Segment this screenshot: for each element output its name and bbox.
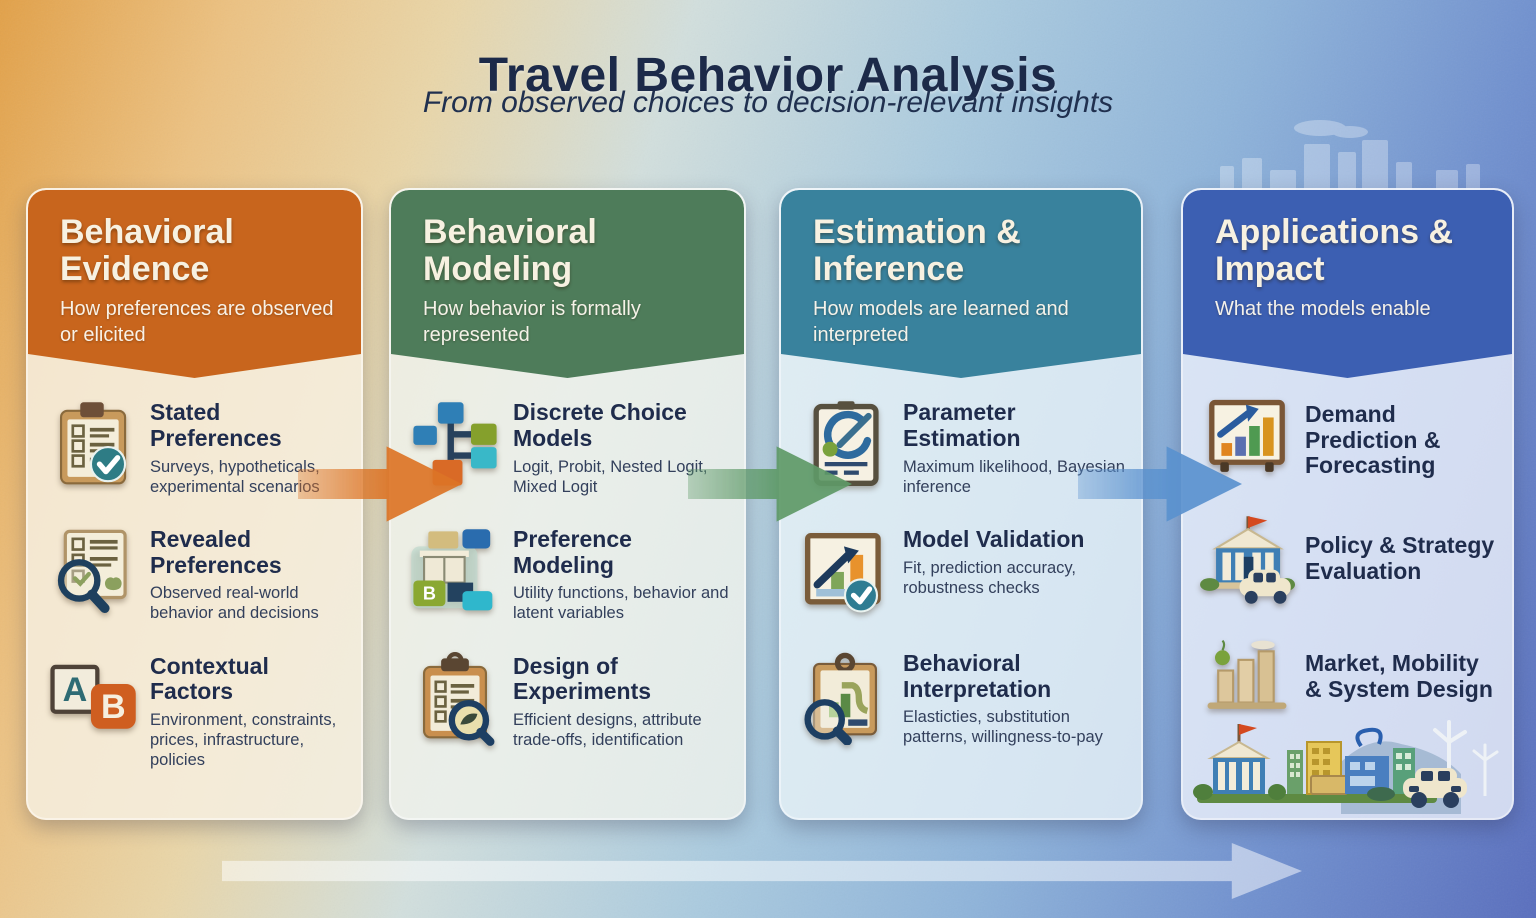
item-behavioral-interpretation: Behavioral Interpretation Elasticties, s… [797,649,1129,748]
column-title: Applications & Impact [1215,213,1454,288]
ab-letter-blocks-icon: A B [44,652,140,748]
item-desc: Fit, prediction accuracy, robustness che… [903,558,1077,597]
item-desc: Utility functions, behavior and latent v… [513,584,729,623]
column-title: Estimation & Inference [813,213,1021,288]
item-desc: Efficient designs, attribute trade-offs,… [513,711,702,750]
item-demand-prediction: Demand Prediction & Forecasting [1199,394,1500,490]
item-design-of-experiments: Design of Experiments Efficient designs,… [407,651,732,751]
item-desc: Environment, constraints, prices, infras… [150,711,337,770]
document-magnifier-icon [44,525,140,621]
column-behavioral-modeling: Behavioral Modeling How behavior is form… [389,188,746,820]
item-title: Market, Mobility & System Design [1305,649,1493,702]
svg-text:B: B [101,688,126,726]
chart-clipboard-magnifier-icon [797,649,893,745]
item-policy-evaluation: Policy & Strategy Evaluation [1199,512,1500,608]
page-subtitle: From observed choices to decision-releva… [422,86,1114,119]
svg-text:A: A [63,671,88,709]
item-revealed-preferences: Revealed Preferences Observed real-world… [44,525,349,624]
overall-flow-arrow-icon [222,843,1302,899]
column-body: Demand Prediction & Forecasting [1183,378,1512,736]
column-subtitle: What the models enable [1215,298,1431,321]
item-title: Design of Experiments [513,652,652,705]
building-blocks-b-icon: B [407,525,503,621]
chart-arrow-check-icon [797,525,893,621]
item-desc: Elasticties, substitution patterns, will… [903,708,1103,747]
column-title: Behavioral Evidence [60,213,234,288]
column-behavioral-evidence: Behavioral Evidence How preferences are … [26,188,363,820]
column-header: Estimation & Inference How models are le… [781,190,1141,378]
column-subtitle: How models are learned and interpreted [813,298,1069,347]
column-body: Parameter Estimation Maximum likelihood,… [781,378,1141,758]
item-title: Preference Modeling [513,525,632,578]
column-body: Stated Preferences Surveys, hypothetical… [28,378,361,780]
item-title: Behavioral Interpretation [903,649,1052,702]
item-contextual-factors: A B Contextual Factors Environment, cons… [44,652,349,771]
item-title: Parameter Estimation [903,399,1021,451]
column-header: Behavioral Evidence How preferences are … [28,190,361,378]
item-title: Contextual Factors [150,652,269,705]
clipboard-checklist-check-icon [44,398,140,494]
item-title: Model Validation [903,525,1085,552]
column-subtitle: How behavior is formally represented [423,298,641,347]
item-title: Stated Preferences [150,399,282,451]
column-estimation-inference: Estimation & Inference How models are le… [779,188,1143,820]
column-header: Applications & Impact What the models en… [1183,190,1512,378]
government-building-car-icon [1199,512,1295,608]
column-body: Discrete Choice Models Logit, Probit, Ne… [391,378,744,760]
column-applications-impact: Applications & Impact What the models en… [1181,188,1514,820]
item-title: Policy & Strategy Evaluation [1305,531,1495,584]
svg-text:B: B [423,583,436,603]
skyline-illustration [1220,120,1480,196]
item-title: Discrete Choice Models [513,399,687,451]
item-model-validation: Model Validation Fit, prediction accurac… [797,525,1129,621]
item-title: Revealed Preferences [150,525,282,578]
clipboard-magnifier-icon [407,651,503,748]
item-desc: Observed real-world behavior and decisio… [150,584,319,623]
column-subtitle: How preferences are observed or elicited [60,298,334,347]
item-title: Demand Prediction & Forecasting [1305,400,1441,479]
item-preference-modeling: B Preference Modeling Utility functions,… [407,525,732,624]
column-header: Behavioral Modeling How behavior is form… [391,190,744,378]
column-title: Behavioral Modeling [423,213,597,288]
cityscape-illustration [1193,720,1499,814]
